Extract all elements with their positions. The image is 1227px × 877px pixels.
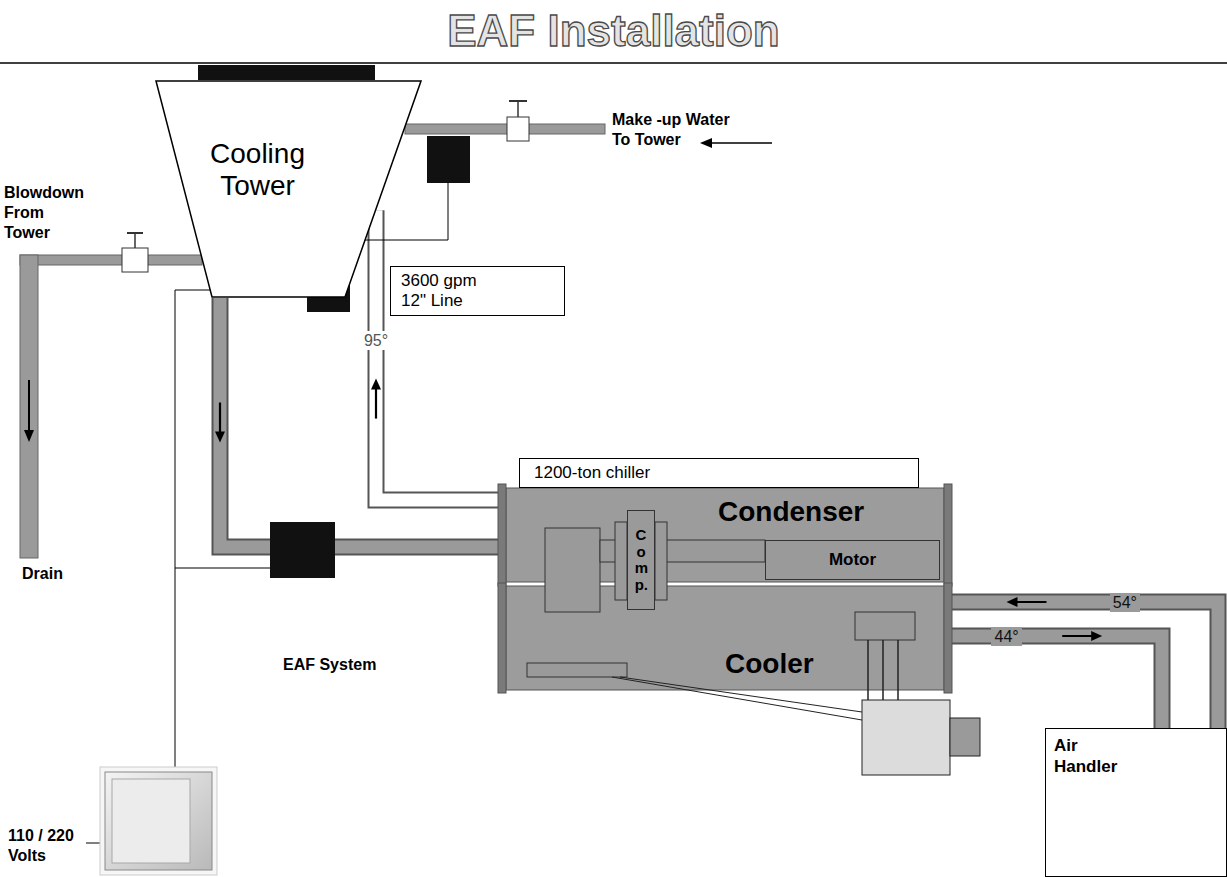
valve-handle [509,100,527,102]
pipe-body [220,298,498,547]
diagram-title: EAF Installation [0,6,1227,56]
drain-label: Drain [22,564,63,584]
blowdown-pipe [20,255,202,265]
signal-wire [175,568,270,569]
pipe-outline [376,210,498,500]
pipe-outline [952,636,1162,728]
valve-stem [134,233,136,248]
pipe-connector [371,210,498,500]
shell-flange [944,484,952,586]
flow-arrow [710,142,772,144]
node-text: 3600 gpm 12" Line [401,271,493,311]
valve-handle [127,232,143,234]
eaf-treatment-block [270,522,335,578]
eaf-sensor-block [427,136,470,183]
pipe-temp-label: 44° [991,627,1021,646]
pipe-outline [220,298,498,547]
control-panel [862,700,950,775]
compressor-flange [655,522,667,600]
pipe-body [952,602,1218,728]
tower-fan-deck [198,65,375,80]
pipe-connector [952,631,1162,728]
pipe-outline [952,602,1218,728]
signal-wire [175,290,176,772]
control-cable [867,640,869,700]
cooling-tower: Cooling Tower [155,80,422,298]
pipe-joint [21,256,37,264]
shell-flange [498,583,506,693]
node-text: 1200-ton chiller [534,462,650,484]
tower-trapezoid [156,81,421,297]
control-cable [882,640,884,700]
flow-arrow [219,403,221,435]
arrow-head [371,379,381,390]
flow-arrow [375,387,377,419]
terminal-box [855,612,915,640]
makeup-pipe [405,124,605,134]
unit-frame [100,767,217,875]
gearbox [545,528,600,612]
condenser-shell: CondenserMotor [498,488,952,582]
control-cable [620,677,862,712]
arrow-head [700,138,712,148]
arrow-head [24,430,34,442]
pipe-connector [215,298,498,547]
inlet-label: Make -up Water To Tower [612,110,742,150]
node-text: Cooling Tower [200,138,315,202]
shell-flange [498,484,506,586]
motor-box: Motor [765,540,940,580]
control-cable [897,640,899,700]
outlet-label: Blowdown From Tower [4,183,92,243]
flow-arrow [1014,601,1046,603]
drain-pipe [20,255,38,558]
node-text: Air Handler [1054,735,1129,777]
compressor-box: Comp. [627,510,655,610]
node-text: Motor [829,550,876,570]
pipe-body [952,636,1162,728]
flow-arrow [1062,635,1094,637]
pipe-temp-label: 95° [361,331,391,350]
blowdown-valve [122,248,148,272]
compressor-flange [615,522,627,600]
pipe-connector [952,597,1218,728]
flow-callout-box: 3600 gpm 12" Line [390,266,565,316]
system-label: EAF System [283,655,376,675]
chiller-label-box: 1200-ton chiller [519,458,919,488]
control-cable [612,677,862,720]
flow-arrow [28,380,30,430]
voltage-label: 110 / 220 Volts [8,826,82,866]
arrow-head [1006,597,1017,607]
title-rule [0,62,1227,64]
makeup-valve [507,117,529,141]
sensor-strip [527,663,627,677]
arrow-head [215,432,225,443]
air-handler-box: Air Handler [1045,728,1227,877]
arrow-head [1091,631,1102,641]
node-text: Cooler [725,648,814,680]
starter-box [950,718,980,756]
node-text: Condenser [718,496,864,528]
eaf-unit [105,772,212,870]
pipe-body [376,210,498,500]
unit-front-panel [112,779,190,863]
pipe-temp-label: 54° [1110,593,1140,612]
valve-stem [517,101,519,117]
cooler-shell: Cooler [498,586,952,690]
node-text: Comp. [635,527,648,593]
shell-flange [944,583,952,693]
